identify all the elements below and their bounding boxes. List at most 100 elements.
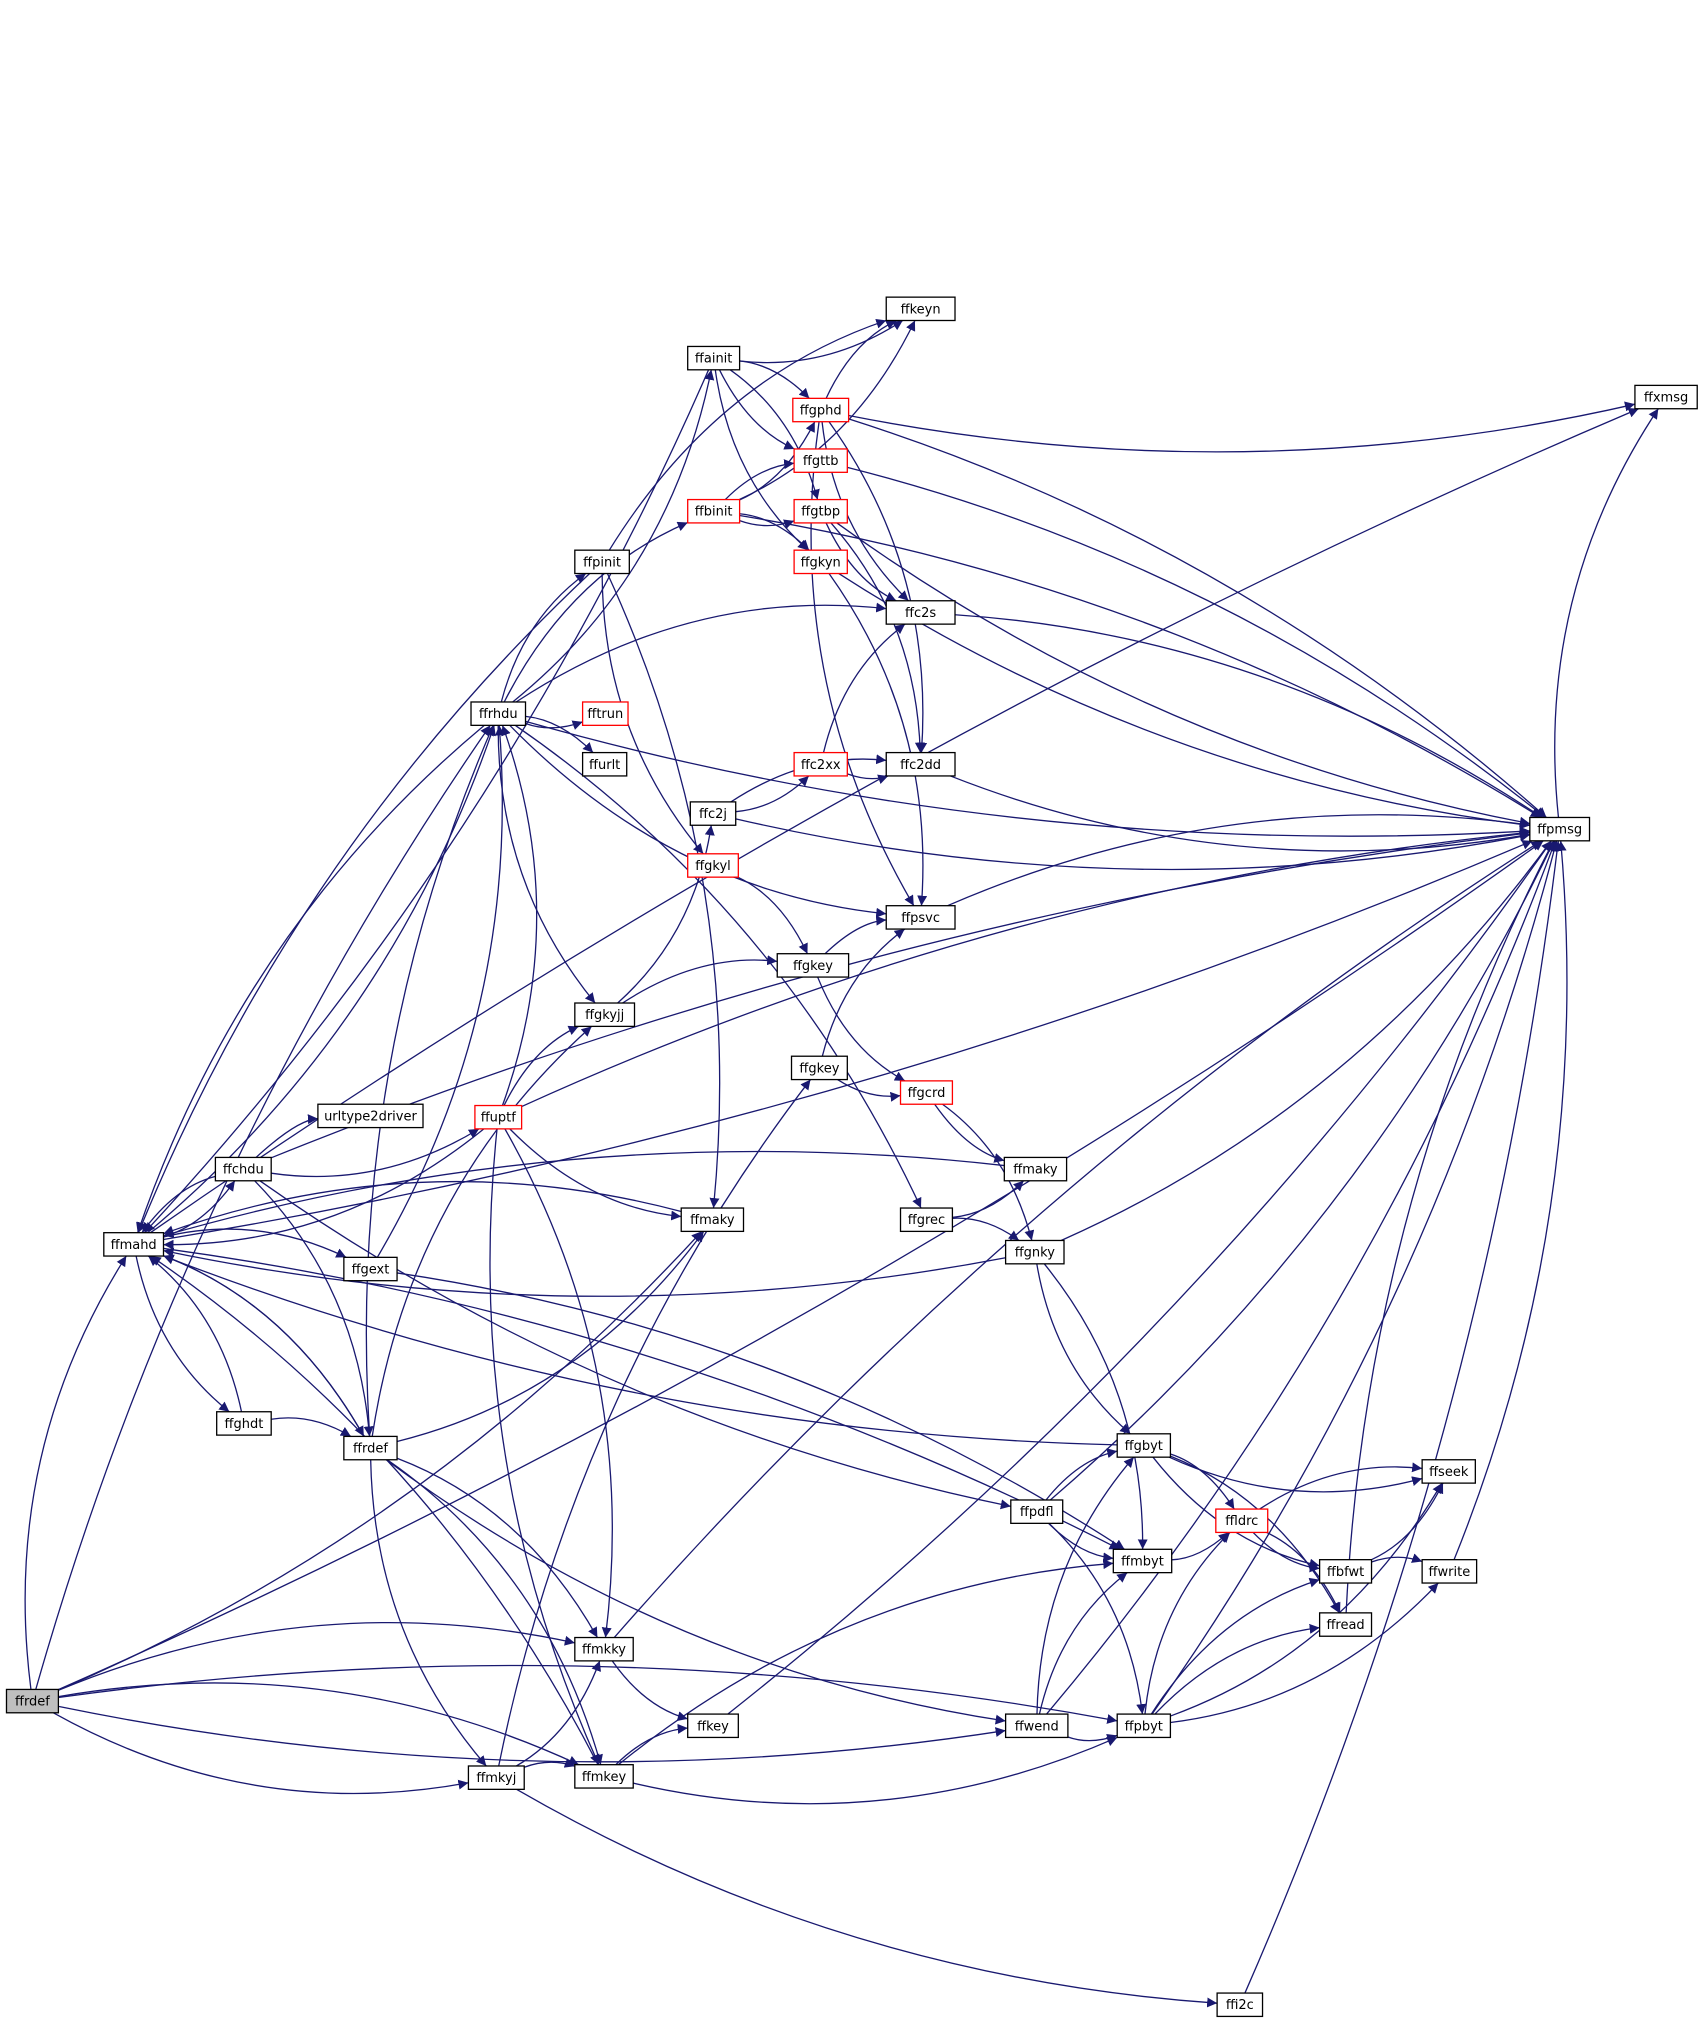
node-ffgrec[interactable]: ffgrec	[899, 1207, 954, 1233]
node-urltype2driver[interactable]: urltype2driver	[317, 1103, 424, 1129]
node-ffgkey[interactable]: ffgkey	[776, 953, 850, 978]
node-ffmahd[interactable]: ffmahd	[103, 1232, 165, 1257]
node-ffgcrd[interactable]: ffgcrd	[899, 1080, 954, 1105]
node-fftrun[interactable]: fftrun	[581, 701, 629, 726]
node-ffrhdu[interactable]: ffrhdu	[470, 701, 527, 726]
node-ffbinit[interactable]: ffbinit	[687, 498, 741, 524]
edge-ffrdef-to-ffrhdu	[35, 724, 491, 1690]
edge-ffrhdu-to-ffurlt	[525, 715, 594, 754]
node-ffpbyt[interactable]: ffpbyt	[1116, 1713, 1172, 1739]
node-ffgphd[interactable]: ffgphd	[792, 397, 850, 423]
node-ffi2c[interactable]: ffi2c	[1216, 1992, 1264, 2018]
edge-ffgnky-to-ffmahd	[163, 1247, 1006, 1297]
node-label: ffgtbp	[801, 505, 840, 520]
node-layer: ffrdef ffmahd ffchdu ffghdt ffrdef ffgext urlt…	[5, 296, 1698, 2018]
node-ffc2s[interactable]: ffc2s	[885, 600, 956, 625]
node-ffbfwt[interactable]: ffbfwt	[1318, 1559, 1373, 1584]
edge-ffmkyj-to-ffi2c	[516, 1788, 1218, 2008]
edge-line	[1170, 1453, 1235, 1510]
node-ffkey[interactable]: ffkey	[687, 1713, 739, 1739]
edge-line	[163, 1255, 365, 1437]
node-ffuptf[interactable]: ffuptf	[474, 1104, 523, 1130]
node-ffpsvc[interactable]: ffpsvc	[885, 905, 956, 930]
node-ffmkky[interactable]: ffmkky	[574, 1636, 634, 1662]
node-box	[1112, 1548, 1173, 1574]
edge-line	[942, 1103, 1035, 1241]
edge-line	[739, 319, 904, 364]
node-ffread[interactable]: ffread	[1318, 1612, 1373, 1637]
node-ffseek[interactable]: ffseek	[1421, 1459, 1476, 1484]
node-ffgkey2[interactable]: ffgkey	[790, 1055, 848, 1081]
node-ffmaky2[interactable]: ffmaky	[1003, 1156, 1068, 1182]
node-label: ffi2c	[1226, 1998, 1254, 2013]
edge-ffgnky-to-ffpmsg	[1060, 840, 1552, 1242]
edge-line	[270, 829, 1530, 1159]
edge-ffmahd-to-ffrhdu	[147, 725, 496, 1234]
node-box	[343, 1256, 398, 1282]
node-ffldrc[interactable]: ffldrc	[1215, 1508, 1269, 1534]
edge-line	[1067, 1734, 1118, 1744]
node-ffxmsg[interactable]: ffxmsg	[1634, 384, 1698, 410]
node-ffmkey[interactable]: ffmkey	[574, 1764, 634, 1789]
node-ffpinit[interactable]: ffpinit	[574, 549, 630, 575]
node-ffmkyj[interactable]: ffmkyj	[467, 1765, 525, 1790]
node-box	[885, 751, 956, 777]
node-ffc2xx[interactable]: ffc2xx	[793, 751, 848, 777]
node-ffgtbp[interactable]: ffgtbp	[793, 498, 848, 524]
node-ffkeyn[interactable]: ffkeyn	[885, 296, 956, 322]
node-ffghdt[interactable]: ffghdt	[216, 1411, 272, 1436]
edge-ffgext-to-ffrhdu	[376, 725, 505, 1258]
edge-line	[509, 724, 887, 918]
node-ffgext[interactable]: ffgext	[343, 1256, 398, 1282]
node-ffchdu[interactable]: ffchdu	[214, 1156, 272, 1182]
node-ffgbyt[interactable]: ffgbyt	[1116, 1433, 1172, 1458]
edge-layer	[24, 318, 1659, 2008]
edge-line	[1049, 840, 1555, 1501]
edge-ffmahd-to-ffxmsg	[150, 408, 1639, 1234]
node-ffgttb[interactable]: ffgttb	[793, 448, 848, 473]
edge-line	[828, 573, 928, 906]
node-label: ffc2j	[699, 807, 727, 822]
edge-ffgcrd-to-ffmaky2	[934, 1103, 1005, 1163]
edge-ffkey-to-ffpmsg	[727, 840, 1553, 1715]
node-box	[790, 1055, 848, 1081]
node-ffpmsg[interactable]: ffpmsg	[1529, 816, 1591, 842]
node-box	[689, 801, 737, 826]
node-ffrdef[interactable]: ffrdef	[5, 1688, 60, 1714]
node-box	[792, 397, 850, 423]
node-label: ffurlt	[589, 758, 620, 773]
edge-line	[163, 1247, 1120, 1550]
edge-ffuptf-to-ffgkyjj	[503, 1025, 579, 1106]
edge-ffrdef2-to-ffgkyjj	[371, 1025, 593, 1437]
node-ffgkyl[interactable]: ffgkyl	[687, 853, 739, 878]
edge-ffmkyj-to-ffmkey	[523, 1758, 576, 1768]
edge-ffgphd-to-ffpmsg	[848, 418, 1547, 818]
node-ffwrite[interactable]: ffwrite	[1421, 1559, 1478, 1584]
node-box	[793, 498, 848, 524]
edge-ffgcrd-to-ffgnky	[942, 1103, 1035, 1241]
node-ffgnky[interactable]: ffgnky	[1004, 1239, 1065, 1265]
edge-line	[371, 1025, 593, 1437]
node-ffmaky[interactable]: ffmaky	[680, 1207, 745, 1233]
edge-line	[617, 825, 715, 1004]
edge-ffmkyj-to-ffmkky	[516, 1660, 601, 1767]
edge-ffgphd-to-ffkeyn	[825, 319, 897, 399]
node-ffc2dd[interactable]: ffc2dd	[885, 751, 956, 777]
edge-line	[739, 360, 810, 399]
node-ffpdfl[interactable]: ffpdfl	[1010, 1499, 1064, 1524]
node-ffgkyjj[interactable]: ffgkyjj	[574, 1002, 636, 1028]
edge-ffrdef-to-ffmaky	[58, 1230, 703, 1691]
node-ffmbyt[interactable]: ffmbyt	[1112, 1548, 1173, 1574]
edge-ffainit-to-ffkeyn	[739, 319, 904, 364]
node-ffwend[interactable]: ffwend	[1004, 1713, 1069, 1739]
edge-ffgkyl-to-ffgkey	[737, 876, 809, 954]
node-box	[574, 1636, 634, 1662]
edge-line	[613, 840, 1542, 1638]
edge-ffuptf-to-ffmaky	[509, 1128, 682, 1221]
node-ffurlt[interactable]: ffurlt	[581, 751, 628, 777]
node-ffgkyn[interactable]: ffgkyn	[793, 549, 848, 575]
node-ffainit[interactable]: ffainit	[687, 345, 741, 371]
edge-ffi2c-to-ffpmsg	[1244, 840, 1563, 1994]
node-ffc2j[interactable]: ffc2j	[689, 801, 737, 826]
node-ffrdef2[interactable]: ffrdef	[343, 1435, 398, 1461]
